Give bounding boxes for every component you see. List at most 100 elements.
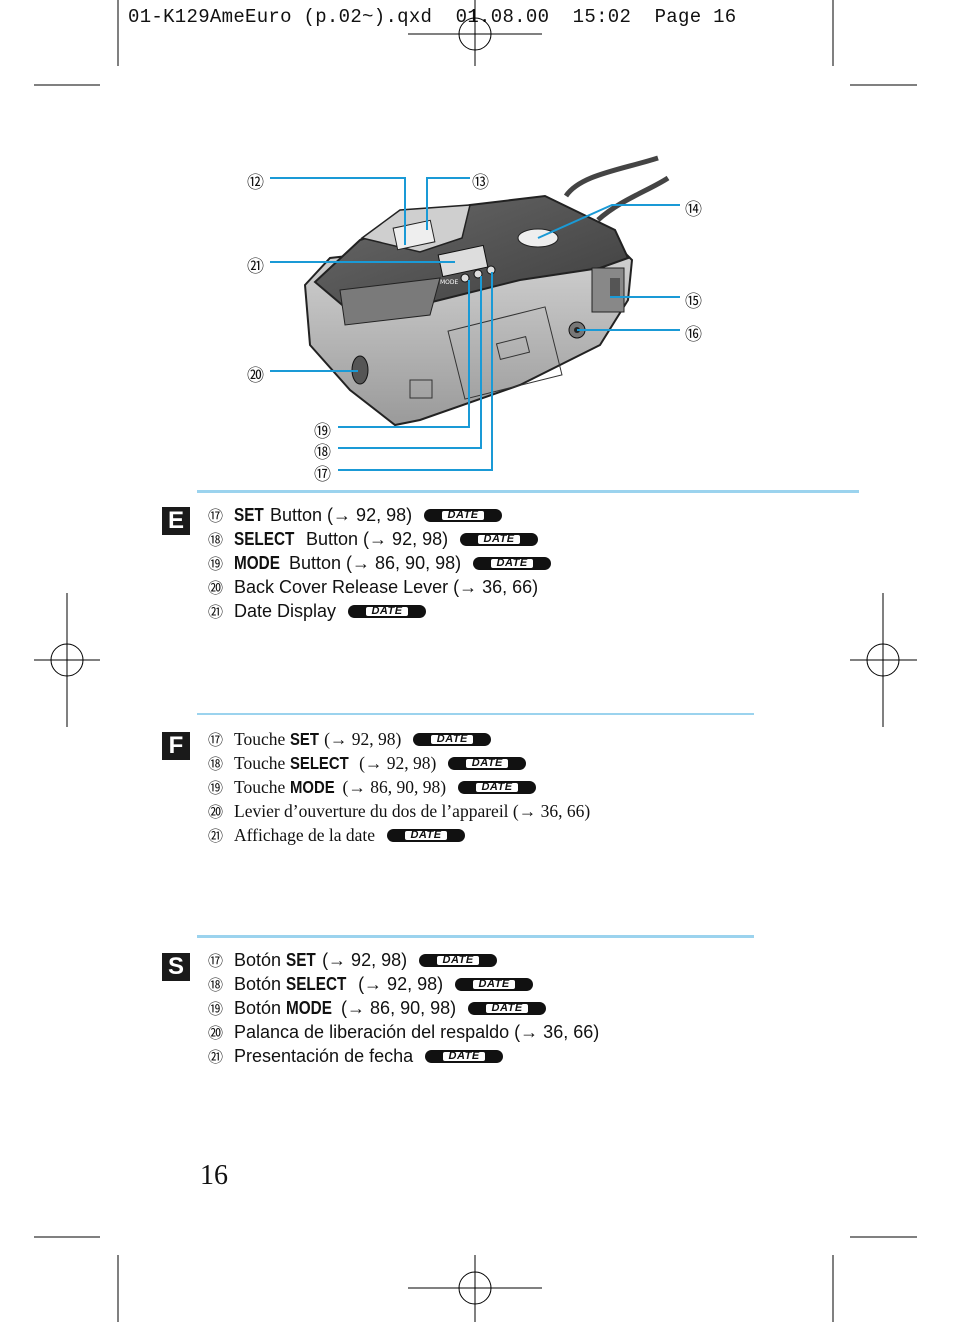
list-item: ⑲ Botón MODE (→ 86, 90, 98) DATE (208, 996, 599, 1020)
item-number: ⑰ (208, 506, 224, 525)
file-slug-header: 01-K129AmeEuro (p.02~).qxd 01.08.00 15:0… (128, 6, 737, 28)
date-badge-icon: DATE (460, 532, 539, 546)
item-text: (→ 86, 90, 98) (338, 776, 447, 797)
date-badge-label: DATE (448, 1050, 480, 1062)
list-item: ⑳ Levier d’ouverture du dos de l’appareil… (208, 799, 590, 823)
callout-18: ⑱ (314, 443, 331, 463)
item-number: ⑳ (208, 802, 224, 821)
item-prefix: Touche (234, 752, 290, 773)
item-number: ⑳ (208, 578, 224, 597)
date-badge-label: DATE (483, 533, 515, 545)
date-badge-icon: DATE (473, 556, 552, 570)
item-prefix: Botón (234, 973, 287, 994)
item-number: ⑰ (208, 730, 224, 749)
item-number: ⑱ (208, 754, 224, 773)
list-item: ⑳ Palanca de liberación del respaldo (→ 3… (208, 1020, 599, 1044)
list-item: ⑳ Back Cover Release Lever (→ 36, 66) (208, 575, 551, 599)
item-keyword: SET (289, 728, 319, 749)
item-text: Palanca de liberación del respaldo (→ 36… (234, 1021, 600, 1042)
item-text: (→ 92, 98) (354, 752, 437, 773)
callout-14: ⑭ (685, 200, 702, 220)
callout-16: ⑯ (685, 325, 702, 345)
french-rule (197, 713, 754, 715)
item-number: ㉑ (208, 1047, 224, 1066)
item-text: (→ 92, 98) (317, 949, 408, 970)
date-badge-label: DATE (447, 509, 479, 521)
item-keyword: MODE (289, 776, 335, 797)
item-text: (→ 86, 90, 98) (336, 997, 457, 1018)
date-badge-icon: DATE (348, 604, 427, 618)
lang-badge-english: E (162, 507, 190, 535)
date-badge-icon: DATE (413, 732, 492, 746)
date-badge-icon: DATE (387, 828, 466, 842)
list-item: ⑱ Botón SELECT (→ 92, 98) DATE (208, 972, 599, 996)
date-badge-icon: DATE (448, 756, 527, 770)
item-keyword: SET (234, 504, 264, 525)
item-number: ⑲ (208, 554, 224, 573)
item-text: Button (→ 86, 90, 98) (284, 552, 462, 573)
item-text: (→ 92, 98) (353, 973, 444, 994)
item-prefix: Botón (234, 997, 287, 1018)
date-badge-label: DATE (478, 978, 510, 990)
callout-17: ⑰ (314, 465, 331, 485)
lang-badge-french: F (162, 732, 190, 760)
english-parts-list: ⑰ SET Button (→ 92, 98) DATE ⑱ SELECT Button… (208, 503, 552, 623)
date-badge-icon: DATE (419, 953, 498, 967)
list-item: ⑰ Botón SET (→ 92, 98) DATE (208, 948, 599, 972)
spanish-parts-list: ⑰ Botón SET (→ 92, 98) DATE ⑱ Botón SELECT (… (208, 948, 599, 1068)
item-keyword: SET (286, 949, 316, 970)
date-badge-icon: DATE (424, 508, 503, 522)
item-number: ㉑ (208, 602, 224, 621)
date-badge-label: DATE (471, 757, 503, 769)
item-number: ⑲ (208, 999, 224, 1018)
list-item: ⑱ Touche SELECT (→ 92, 98) DATE (208, 751, 590, 775)
date-badge-label: DATE (481, 781, 513, 793)
item-text: Button (→ 92, 98) (265, 504, 413, 525)
item-text: Date Display (234, 600, 337, 621)
item-keyword: MODE (286, 997, 332, 1018)
item-text: Levier d’ouverture du dos de l’appareil … (234, 800, 591, 821)
item-text: Presentación de fecha (234, 1045, 414, 1066)
item-keyword: SELECT (234, 528, 295, 549)
item-text: Back Cover Release Lever (→ 36, 66) (234, 576, 539, 597)
item-text: Button (→ 92, 98) (301, 528, 449, 549)
item-keyword: SELECT (289, 752, 349, 773)
callout-21: ㉑ (247, 257, 264, 277)
date-badge-icon: DATE (425, 1049, 504, 1063)
callout-20: ⑳ (247, 366, 264, 386)
list-item: ⑰ Touche SET (→ 92, 98) DATE (208, 727, 590, 751)
english-rule (197, 490, 859, 493)
item-keyword: SELECT (286, 973, 347, 994)
item-number: ㉑ (208, 826, 224, 845)
date-badge-icon: DATE (468, 1001, 547, 1015)
camera-mode-label: MODE (440, 279, 459, 286)
item-number: ⑱ (208, 530, 224, 549)
date-badge-label: DATE (436, 733, 468, 745)
lang-badge-spanish: S (162, 953, 190, 981)
list-item: ㉑ Affichage de la date DATE (208, 823, 590, 847)
date-badge-icon: DATE (455, 977, 534, 991)
date-badge-icon: DATE (458, 780, 537, 794)
item-prefix: Botón (234, 949, 287, 970)
date-badge-label: DATE (371, 605, 403, 617)
item-text: (→ 92, 98) (319, 728, 402, 749)
item-number: ⑰ (208, 951, 224, 970)
item-number: ⑳ (208, 1023, 224, 1042)
list-item: ⑰ SET Button (→ 92, 98) DATE (208, 503, 551, 527)
item-text: Affichage de la date (234, 824, 376, 845)
item-number: ⑱ (208, 975, 224, 994)
callout-13: ⑬ (472, 173, 489, 193)
list-item: ㉑ Presentación de fecha DATE (208, 1044, 599, 1068)
list-item: ㉑ Date Display DATE (208, 599, 551, 623)
item-prefix: Touche (234, 776, 290, 797)
callout-15: ⑮ (685, 292, 702, 312)
date-badge-label: DATE (410, 829, 442, 841)
page-number: 16 (200, 1160, 228, 1191)
french-parts-list: ⑰ Touche SET (→ 92, 98) DATE ⑱ Touche SELECT… (208, 727, 590, 847)
callout-12: ⑫ (247, 173, 264, 193)
item-prefix: Touche (234, 728, 290, 749)
callout-lines (270, 177, 680, 471)
